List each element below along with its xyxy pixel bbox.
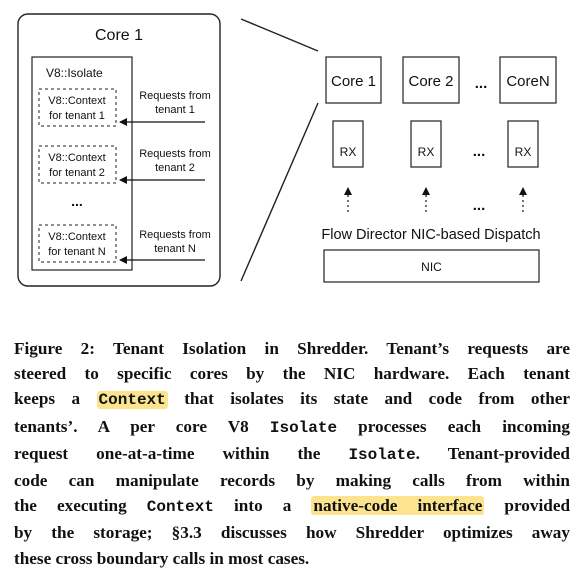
caption-text: processes each incoming bbox=[358, 416, 570, 436]
caption-line-1: Figure 2: Tenant Isolation in Shredder. … bbox=[14, 339, 570, 358]
caption-line-4: tenants’. A per core V8 Isolate processe… bbox=[14, 414, 570, 441]
caption-line-3: keeps a Context that isolates its state … bbox=[14, 386, 570, 413]
caption-line-9: these cross boundary calls in most cases… bbox=[14, 548, 310, 568]
isolate-box bbox=[31, 56, 133, 271]
caption-text: . Tenant-provided bbox=[415, 443, 570, 463]
caption-text: that isolates its state and code from ot… bbox=[184, 389, 571, 409]
core-box-n bbox=[499, 56, 557, 104]
nic-box bbox=[323, 249, 540, 283]
context-box-1 bbox=[38, 88, 117, 127]
figure-caption: Figure 2: Tenant Isolation in Shredder. … bbox=[14, 336, 570, 571]
isolate-label: V8::Isolate bbox=[46, 66, 103, 80]
caption-text: keeps a bbox=[14, 389, 81, 409]
requests-2-line1: Requests from bbox=[139, 148, 211, 160]
requests-1-line2: tenant 1 bbox=[155, 104, 195, 116]
core-box-2 bbox=[402, 56, 460, 104]
requests-n-line2: tenant N bbox=[154, 243, 196, 255]
context-2-line1: V8::Context bbox=[48, 152, 105, 164]
cores-ellipsis: ... bbox=[475, 75, 488, 92]
context-1-line2: for tenant 1 bbox=[49, 110, 105, 122]
core-box-n-label: CoreN bbox=[506, 73, 549, 90]
context-highlight: Context bbox=[96, 391, 168, 410]
caption-text: provided bbox=[504, 496, 571, 516]
context-n-line2: for tenant N bbox=[48, 246, 106, 258]
context-n-line1: V8::Context bbox=[48, 231, 105, 243]
caption-text: the executing bbox=[14, 496, 127, 516]
caption-line-2: steered to specific cores by the NIC har… bbox=[14, 364, 570, 384]
rx-queue-2-label: RX bbox=[418, 145, 435, 159]
isolate-code: Isolate bbox=[269, 418, 338, 437]
zoom-line-bottom bbox=[240, 102, 319, 282]
nic-label: NIC bbox=[421, 260, 442, 274]
caption-text: into a bbox=[234, 496, 292, 516]
isolate-code: Isolate bbox=[348, 445, 416, 464]
requests-1-line1: Requests from bbox=[139, 90, 211, 102]
core-1-box bbox=[17, 13, 221, 287]
tenant-isolation-diagram: Core 1 V8::Isolate V8::Context for tenan… bbox=[17, 13, 557, 287]
caption-line-6: code can manipulate records by making ca… bbox=[14, 471, 570, 491]
context-ellipsis: ... bbox=[71, 193, 83, 209]
caption-text: request one-at-a-time within the bbox=[14, 443, 321, 463]
caption-line-5: request one-at-a-time within the Isolate… bbox=[14, 441, 570, 468]
context-1-line1: V8::Context bbox=[48, 95, 105, 107]
caption-line-8: by the storage; §3.3 discusses how Shred… bbox=[14, 523, 570, 543]
rx-ellipsis: ... bbox=[473, 143, 486, 160]
core-box-2-label: Core 2 bbox=[408, 73, 453, 90]
context-code: Context bbox=[146, 498, 214, 517]
core-box-1 bbox=[325, 56, 382, 104]
context-box-2 bbox=[38, 145, 117, 184]
requests-n-line1: Requests from bbox=[139, 229, 211, 241]
context-box-n bbox=[38, 224, 117, 263]
native-code-interface-highlight: native-code interface bbox=[311, 496, 485, 516]
core-1-box-title: Core 1 bbox=[95, 27, 143, 44]
requests-2-line2: tenant 2 bbox=[155, 162, 195, 174]
rx-queue-2 bbox=[410, 120, 442, 168]
zoom-line-top bbox=[240, 18, 319, 52]
rx-queue-n bbox=[507, 120, 539, 168]
dispatch-label: Flow Director NIC-based Dispatch bbox=[321, 227, 540, 243]
caption-line-7: the executing Context into a native-code… bbox=[14, 493, 570, 520]
rx-queue-1 bbox=[332, 120, 364, 168]
caption-text: tenants’. A per core V8 bbox=[14, 416, 249, 436]
rx-queue-n-label: RX bbox=[515, 145, 532, 159]
core-box-1-label: Core 1 bbox=[331, 73, 376, 90]
arrow-ellipsis: ... bbox=[473, 197, 486, 214]
context-2-line2: for tenant 2 bbox=[49, 167, 105, 179]
rx-queue-1-label: RX bbox=[340, 145, 357, 159]
